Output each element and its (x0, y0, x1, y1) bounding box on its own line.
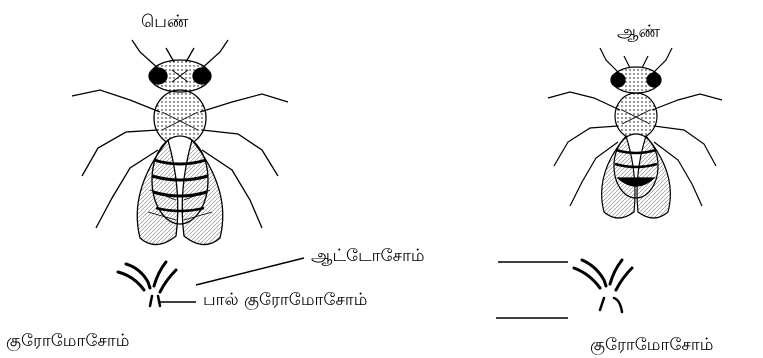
male-label: ஆண் (617, 24, 660, 41)
male-fly-illustration (548, 48, 722, 218)
autosome-label: ஆட்டோசோம் (311, 248, 425, 265)
female-chromosomes (118, 262, 176, 306)
male-chromosomes (574, 260, 632, 312)
female-fly-illustration (72, 40, 288, 245)
sex-chromosome-label: பால் குரோமோசோம் (203, 292, 367, 309)
chromosome-label-right: குரோமோசோம் (590, 337, 713, 354)
female-label: பெண் (141, 14, 189, 31)
chromosome-label-left: குரோமோசோம் (6, 333, 129, 350)
autosome-leader-left (196, 258, 304, 285)
